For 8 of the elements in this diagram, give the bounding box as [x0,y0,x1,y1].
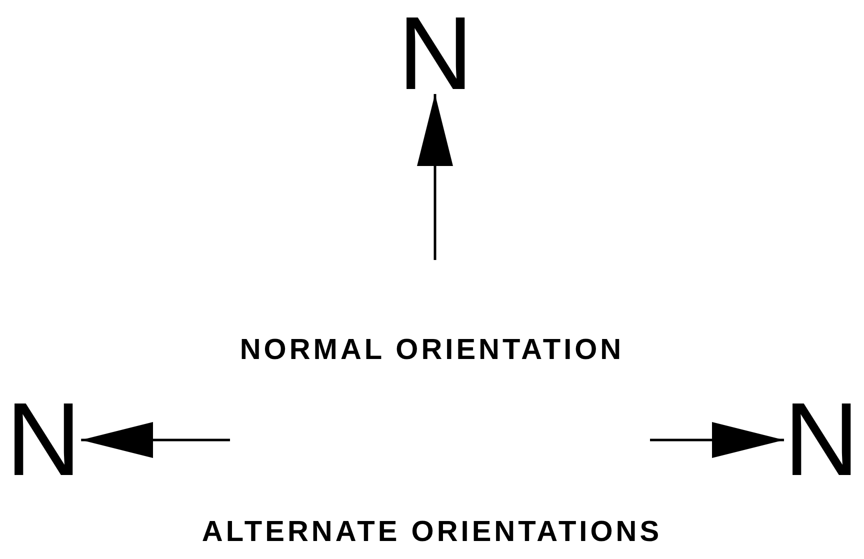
arrow [81,422,230,458]
caption: ALTERNATE ORIENTATIONS [202,516,662,549]
north-letter: N [784,400,860,480]
arrow [650,422,784,458]
north-letter: N [398,14,474,94]
arrow [417,94,453,260]
north-letter: N [6,400,82,480]
caption: NORMAL ORIENTATION [240,334,624,367]
